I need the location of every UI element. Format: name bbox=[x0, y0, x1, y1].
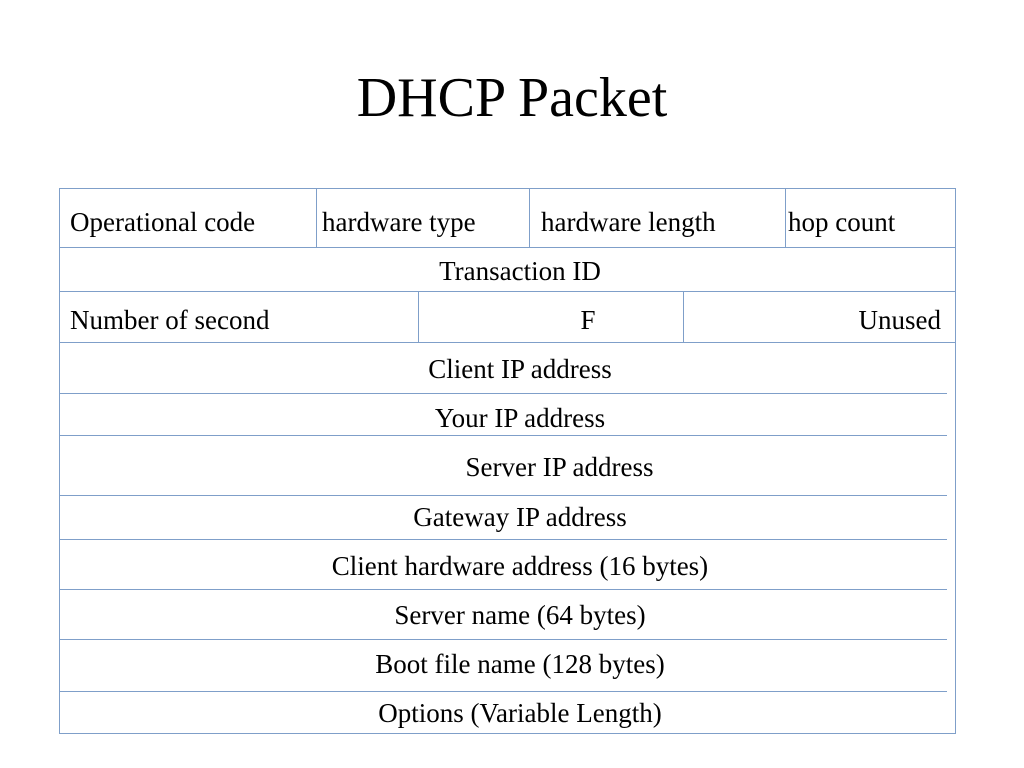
field-client-hardware-address: Client hardware address (16 bytes) bbox=[331, 551, 709, 581]
field-number-of-second: Number of second bbox=[70, 305, 270, 335]
slide-title: DHCP Packet bbox=[356, 67, 668, 129]
field-unused: Unused bbox=[858, 305, 942, 335]
row-divider bbox=[60, 589, 947, 590]
column-divider bbox=[785, 189, 786, 247]
field-client-ip-address: Client IP address bbox=[428, 354, 612, 384]
field-hop-count: hop count bbox=[788, 207, 896, 237]
field-operational-code: Operational code bbox=[70, 207, 256, 237]
row-divider bbox=[60, 495, 947, 496]
field-options: Options (Variable Length) bbox=[378, 698, 662, 728]
row-divider bbox=[60, 691, 947, 692]
dhcp-packet-table: Operational code hardware type hardware … bbox=[59, 188, 956, 734]
row-divider bbox=[60, 247, 955, 248]
column-divider bbox=[529, 189, 530, 247]
row-divider bbox=[60, 435, 947, 436]
column-divider bbox=[683, 291, 684, 342]
field-flag: F bbox=[580, 305, 596, 335]
column-divider bbox=[316, 189, 317, 247]
column-divider bbox=[418, 291, 419, 342]
row-divider bbox=[60, 539, 947, 540]
row-divider bbox=[60, 393, 947, 394]
field-transaction-id: Transaction ID bbox=[439, 256, 601, 286]
row-divider bbox=[60, 291, 955, 292]
field-boot-file-name: Boot file name (128 bytes) bbox=[375, 649, 665, 679]
row-divider bbox=[60, 342, 955, 343]
field-hardware-type: hardware type bbox=[322, 207, 476, 237]
field-server-name: Server name (64 bytes) bbox=[394, 600, 646, 630]
field-server-ip-address: Server IP address bbox=[465, 452, 654, 482]
field-gateway-ip-address: Gateway IP address bbox=[413, 502, 627, 532]
field-your-ip-address: Your IP address bbox=[434, 403, 606, 433]
row-divider bbox=[60, 639, 947, 640]
field-hardware-length: hardware length bbox=[541, 207, 716, 237]
